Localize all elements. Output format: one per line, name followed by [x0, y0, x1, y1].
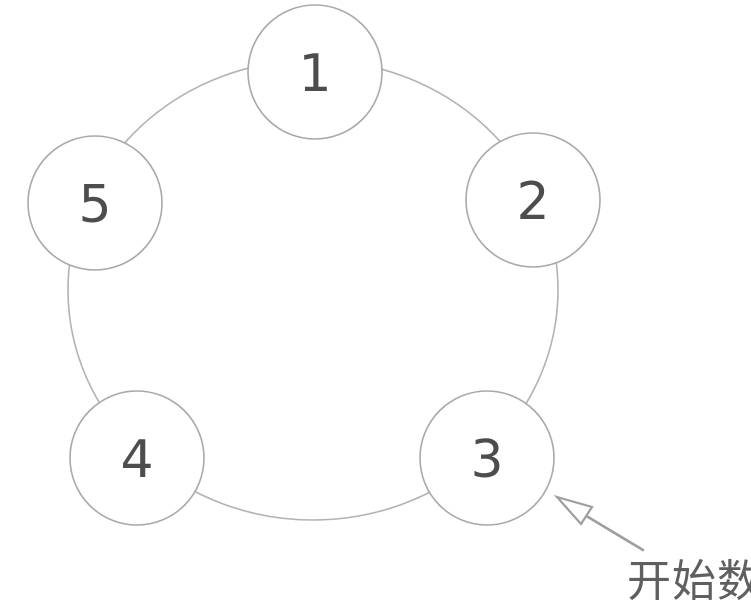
node-4-circle	[69, 390, 205, 526]
node-2-circle	[465, 132, 601, 268]
node-3-label: 3	[470, 430, 503, 490]
node-3-circle	[419, 390, 555, 526]
arrow-head-icon	[553, 494, 594, 526]
node-1-label: 1	[298, 44, 331, 104]
node-5-label: 5	[78, 175, 111, 235]
node-2-label: 2	[516, 172, 549, 232]
node-4-label: 4	[120, 430, 153, 490]
arrow-line	[586, 515, 645, 552]
annotation-label: 开始数	[627, 556, 751, 603]
node-3: 3	[419, 390, 555, 526]
node-5-circle	[27, 135, 163, 271]
node-1-circle	[247, 4, 383, 140]
node-1: 1	[247, 4, 383, 140]
node-4: 4	[69, 390, 205, 526]
node-2: 2	[465, 132, 601, 268]
node-5: 5	[27, 135, 163, 271]
